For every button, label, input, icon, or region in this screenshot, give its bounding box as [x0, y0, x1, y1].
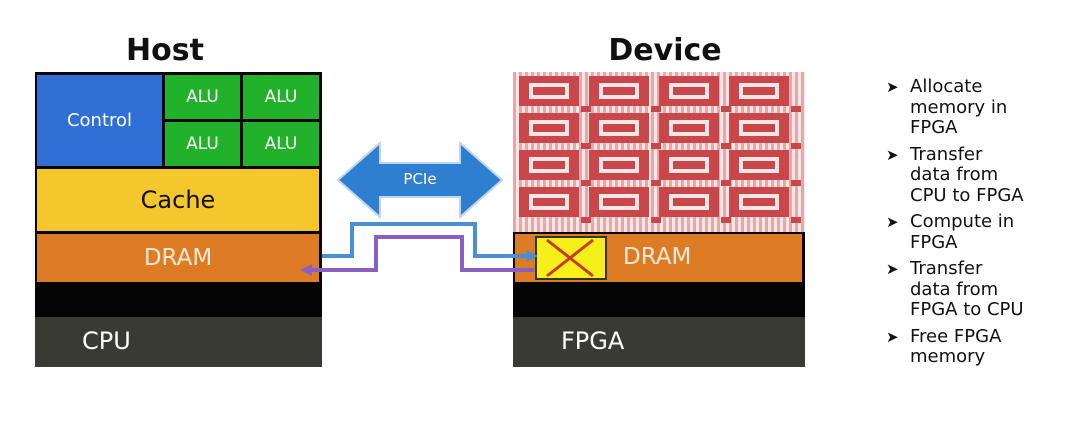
step-text: Free FPGA memory — [910, 325, 1002, 367]
arrow-bullet-icon: ➤ — [886, 260, 899, 278]
step-text: Transfer data from CPU to FPGA — [910, 143, 1024, 206]
arrow-bullet-icon: ➤ — [886, 145, 899, 164]
interconnect — [791, 106, 801, 112]
interconnect — [581, 143, 591, 149]
host-title: Host — [126, 33, 204, 68]
logic-cell-core — [603, 124, 635, 132]
interconnect — [651, 180, 661, 186]
fpga-chip-base — [513, 317, 805, 367]
step-text: Transfer data from FPGA to CPU — [910, 258, 1024, 320]
allocated-memory-block — [535, 236, 607, 280]
logic-cell-core — [533, 161, 565, 169]
host-chip: Control ALU ALU ALU ALU Cache DRAM CPU — [35, 72, 322, 367]
list-item: ➤ Allocate memory in FPGA — [886, 76, 1056, 139]
interconnect — [581, 180, 591, 186]
logic-cell-core — [673, 87, 705, 95]
interconnect — [651, 106, 661, 112]
logic-cell-core — [533, 124, 565, 132]
cpu-to-fpga-path — [322, 222, 528, 258]
fpga-dram-label: DRAM — [623, 244, 692, 270]
logic-cell-core — [603, 87, 635, 95]
fpga-label: FPGA — [561, 327, 625, 355]
logic-cell-core — [743, 161, 775, 169]
step-text: Allocate memory in FPGA — [910, 76, 1008, 138]
logic-cell-core — [533, 87, 565, 95]
alu-block: ALU — [165, 75, 240, 119]
arrow-bullet-icon: ➤ — [886, 213, 899, 231]
logic-cell-core — [673, 198, 705, 206]
logic-cell-core — [673, 161, 705, 169]
steps-list: ➤ Allocate memory in FPGA ➤ Transfer dat… — [886, 76, 1056, 374]
host-dram-block: DRAM — [37, 234, 319, 282]
fpga-fabric — [513, 72, 805, 232]
cpu-to-fpga-arrowhead — [526, 250, 538, 262]
cache-block: Cache — [37, 169, 319, 231]
logic-cell-core — [533, 198, 565, 206]
x-mark-icon — [546, 238, 594, 278]
logic-cell-core — [743, 124, 775, 132]
fpga-to-cpu-path — [312, 235, 534, 272]
arrow-bullet-icon: ➤ — [886, 327, 899, 346]
device-title: Device — [608, 33, 722, 68]
alu-block: ALU — [243, 75, 319, 119]
step-text: Compute in FPGA — [910, 211, 1015, 253]
pcie-arrow-icon — [336, 140, 504, 220]
fpga-to-cpu-arrowhead — [300, 264, 312, 276]
list-item: ➤ Transfer data from CPU to FPGA — [886, 143, 1056, 207]
interconnect — [651, 143, 661, 149]
interconnect — [581, 217, 591, 223]
host-chip-base — [35, 317, 322, 367]
alu-block: ALU — [243, 122, 319, 166]
interconnect — [791, 217, 801, 223]
control-block: Control — [37, 75, 162, 166]
logic-cell-core — [743, 87, 775, 95]
interconnect — [721, 217, 731, 223]
list-item: ➤ Free FPGA memory — [886, 325, 1056, 368]
interconnect — [721, 106, 731, 112]
list-item: ➤ Compute in FPGA — [886, 211, 1056, 253]
logic-cell-core — [603, 161, 635, 169]
logic-cell-core — [673, 124, 705, 132]
interconnect — [721, 180, 731, 186]
logic-cell-core — [743, 198, 775, 206]
arrow-bullet-icon: ➤ — [886, 78, 899, 96]
interconnect — [721, 143, 731, 149]
interconnect — [791, 180, 801, 186]
interconnect — [791, 143, 801, 149]
fpga-chip: DRAM FPGA — [513, 232, 805, 367]
pcie-label: PCIe — [403, 170, 437, 188]
interconnect — [651, 217, 661, 223]
cpu-label: CPU — [82, 327, 131, 355]
list-item: ➤ Transfer data from FPGA to CPU — [886, 258, 1056, 321]
interconnect — [581, 106, 591, 112]
alu-block: ALU — [165, 122, 240, 166]
logic-cell-core — [603, 198, 635, 206]
